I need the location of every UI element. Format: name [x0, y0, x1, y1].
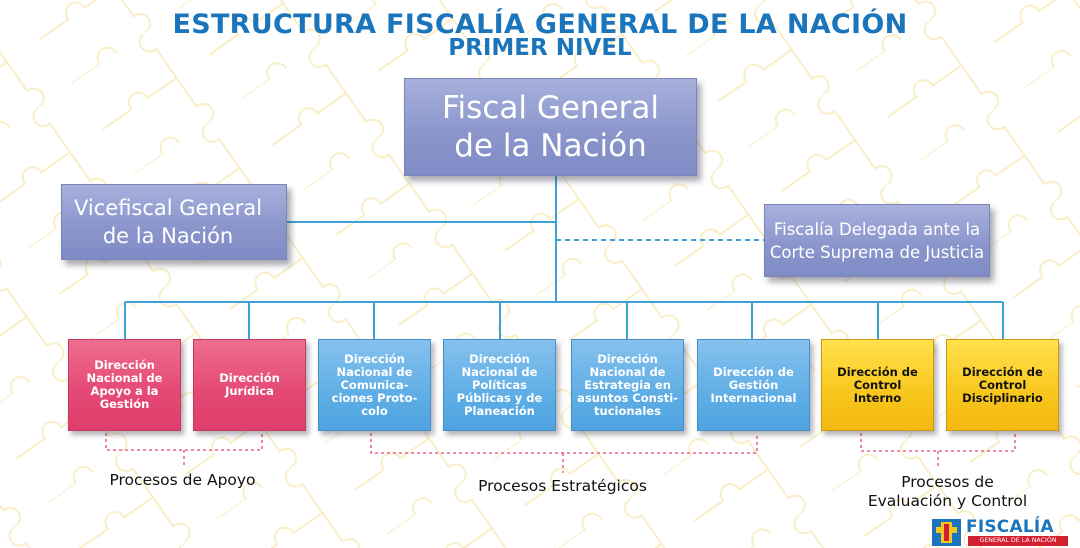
dept-box-apoyo-gestion: Dirección Nacional de Apoyo a la Gestión [68, 339, 181, 431]
dept-label: Dirección Nacional de Estrategia en asun… [577, 351, 678, 418]
dept-box-comunicaciones: Dirección Nacional de Comunica- ciones P… [318, 339, 431, 431]
fiscal-general-label: Fiscal General de la Nación [441, 90, 659, 164]
fiscalia-delegada-box: Fiscalía Delegada ante la Corte Suprema … [764, 204, 990, 277]
dept-label: Dirección de Gestión Internacional [710, 364, 797, 405]
dept-box-control-interno: Dirección de Control Interno [821, 339, 934, 431]
dept-box-gestion-internacional: Dirección de Gestión Internacional [697, 339, 810, 431]
dept-box-control-disciplinario: Dirección de Control Disciplinario [946, 339, 1059, 431]
logo-wordmark: FISCALÍA [966, 517, 1054, 537]
apoyo-bracket [105, 433, 263, 467]
fiscalia-delegada-label: Fiscalía Delegada ante la Corte Suprema … [769, 219, 985, 262]
vicefiscal-box: Vicefiscal General de la Nación [61, 184, 287, 260]
dept-label: Dirección Jurídica [219, 371, 280, 398]
dept-box-politicas-publicas: Dirección Nacional de Políticas Públicas… [443, 339, 556, 431]
vicefiscal-label: Vicefiscal General de la Nación [74, 196, 263, 248]
page-subtitle: PRIMER NIVEL [448, 35, 632, 61]
fiscal-general-box: Fiscal General de la Nación [404, 78, 697, 176]
dept-label: Dirección Nacional de Políticas Públicas… [456, 351, 543, 418]
dept-label: Dirección de Control Interno [837, 364, 918, 405]
dept-box-estrategia: Dirección Nacional de Estrategia en asun… [571, 339, 684, 431]
group-label-evaluacion: Procesos de Evaluación y Control [867, 473, 1028, 510]
group-label-apoyo: Procesos de Apoyo [109, 471, 256, 489]
dept-label: Dirección Nacional de Comunica- ciones P… [331, 351, 418, 418]
estrategicos-bracket [370, 433, 758, 473]
logo-subtitle: GENERAL DE LA NACIÓN [968, 536, 1068, 546]
evaluacion-bracket [860, 433, 1016, 468]
page-title: ESTRUCTURA FISCALÍA GENERAL DE LA NACIÓN [172, 9, 908, 40]
dept-box-juridica: Dirección Jurídica [193, 339, 306, 431]
coat-of-arms-icon [932, 519, 961, 546]
fiscalia-logo: FISCALÍA GENERAL DE LA NACIÓN [930, 517, 1080, 548]
group-label-estrategicos: Procesos Estratégicos [478, 477, 647, 495]
dept-label: Dirección de Control Disciplinario [962, 364, 1043, 405]
dept-label: Dirección Nacional de Apoyo a la Gestión [86, 358, 163, 411]
